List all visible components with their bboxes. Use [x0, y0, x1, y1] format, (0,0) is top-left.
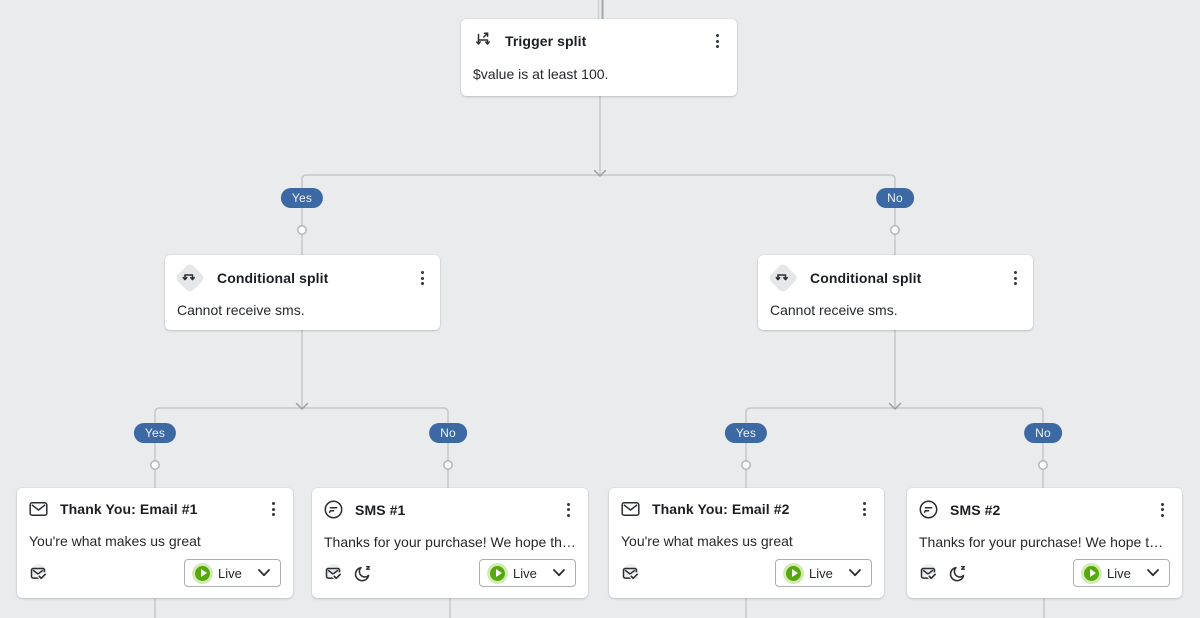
card-title: SMS #2	[950, 501, 1001, 518]
conditional-split-icon	[174, 262, 206, 294]
split-condition-text: Cannot receive sms.	[770, 302, 898, 318]
sms-message-icon	[324, 500, 343, 519]
card-title: SMS #1	[355, 501, 406, 518]
branch-label-no: No	[429, 423, 467, 443]
sms-action-card[interactable]: SMS #1 Thanks for your purchase! We hope…	[312, 488, 588, 598]
card-title: Thank You: Email #2	[652, 501, 790, 517]
kebab-menu-icon[interactable]	[710, 32, 725, 50]
trigger-split-card[interactable]: Trigger split $value is at least 100.	[461, 19, 737, 96]
message-preview-text: Thanks for your purchase! We hope that .…	[324, 534, 576, 550]
email-action-card[interactable]: Thank You: Email #2 You're what makes us…	[609, 488, 884, 598]
status-label: Live	[218, 565, 242, 581]
quiet-hours-moon-icon	[948, 564, 967, 583]
kebab-menu-icon[interactable]	[561, 501, 576, 519]
quiet-hours-moon-icon	[353, 564, 372, 583]
email-action-card[interactable]: Thank You: Email #1 You're what makes us…	[17, 488, 293, 598]
status-dropdown[interactable]: Live	[479, 559, 576, 587]
status-dropdown[interactable]: Live	[775, 559, 872, 587]
chevron-down-icon	[553, 569, 565, 577]
email-check-icon	[324, 563, 344, 583]
live-status-icon	[786, 565, 801, 581]
sms-message-icon	[919, 500, 938, 519]
conditional-split-icon	[767, 262, 799, 294]
kebab-menu-icon[interactable]	[415, 269, 430, 287]
email-icon	[621, 501, 640, 517]
kebab-menu-icon[interactable]	[1008, 269, 1023, 287]
status-label: Live	[513, 565, 537, 581]
live-status-icon	[490, 565, 505, 581]
trigger-condition-text: $value is at least 100.	[473, 66, 609, 82]
status-dropdown[interactable]: Live	[1073, 559, 1170, 587]
kebab-menu-icon[interactable]	[266, 500, 281, 518]
branch-label-yes: Yes	[724, 423, 768, 443]
message-preview-text: Thanks for your purchase! We hope that .…	[919, 534, 1170, 550]
status-dropdown[interactable]: Live	[184, 559, 281, 587]
card-title: Conditional split	[217, 270, 329, 286]
card-title: Trigger split	[505, 33, 587, 49]
email-check-icon	[919, 563, 939, 583]
message-preview-text: You're what makes us great	[621, 533, 793, 549]
card-title: Thank You: Email #1	[60, 501, 198, 517]
conditional-split-card[interactable]: Conditional split Cannot receive sms.	[758, 255, 1033, 330]
kebab-menu-icon[interactable]	[1155, 501, 1170, 519]
live-status-icon	[1084, 565, 1099, 581]
sms-action-card[interactable]: SMS #2 Thanks for your purchase! We hope…	[907, 488, 1182, 598]
chevron-down-icon	[849, 569, 861, 577]
email-icon	[29, 501, 48, 517]
branch-label-yes: Yes	[133, 423, 177, 443]
message-preview-text: You're what makes us great	[29, 533, 201, 549]
chevron-down-icon	[1147, 569, 1159, 577]
branch-label-yes: Yes	[280, 188, 324, 208]
card-title: Conditional split	[810, 270, 922, 286]
branch-label-no: No	[876, 188, 914, 208]
trigger-split-icon	[473, 31, 493, 51]
chevron-down-icon	[258, 569, 270, 577]
email-check-icon	[621, 563, 641, 583]
email-check-icon	[29, 563, 49, 583]
split-condition-text: Cannot receive sms.	[177, 302, 305, 318]
live-status-icon	[195, 565, 210, 581]
status-label: Live	[1107, 565, 1131, 581]
branch-label-no: No	[1024, 423, 1062, 443]
status-label: Live	[809, 565, 833, 581]
conditional-split-card[interactable]: Conditional split Cannot receive sms.	[165, 255, 440, 330]
kebab-menu-icon[interactable]	[857, 500, 872, 518]
